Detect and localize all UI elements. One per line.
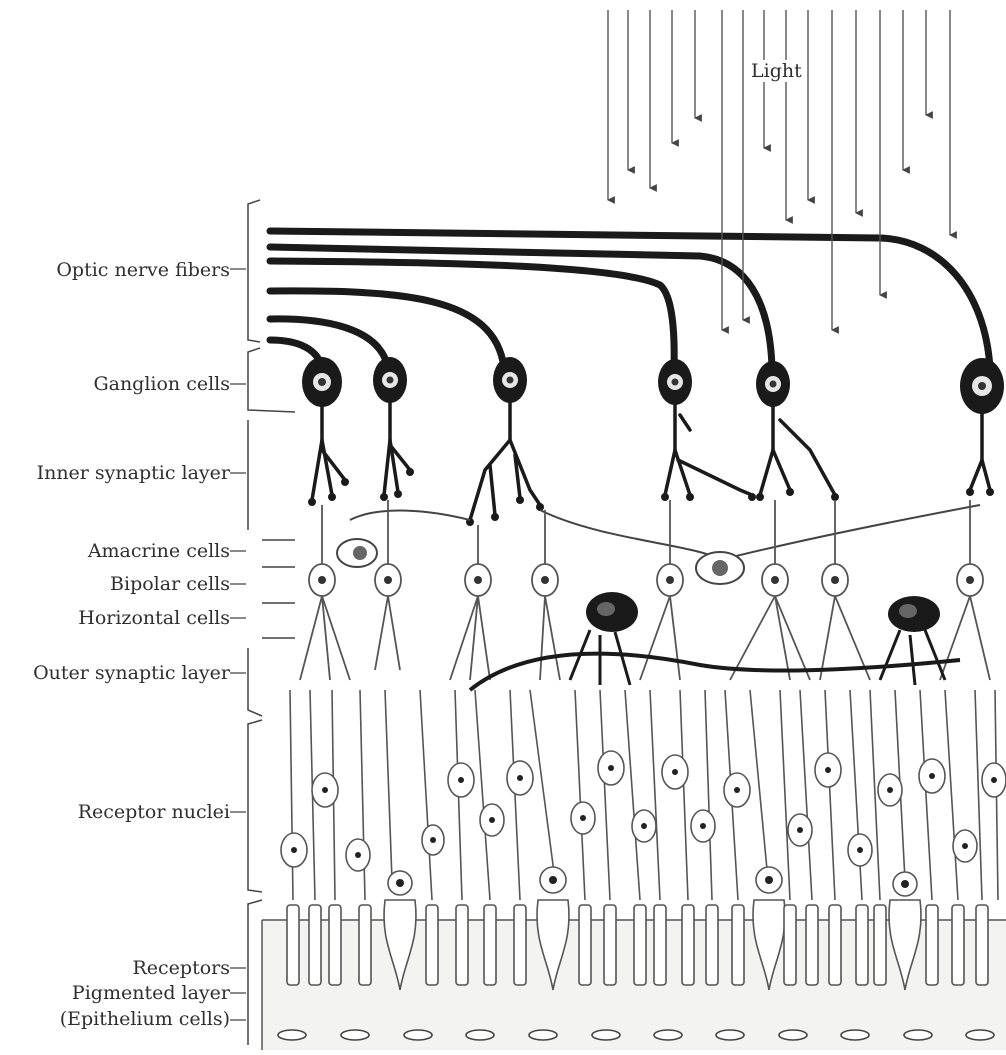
- label-inner-synaptic-layer: Inner synaptic layer: [37, 462, 230, 484]
- bipolar-nuclei: [318, 576, 974, 584]
- dendrite-terminals: [308, 468, 994, 526]
- ganglion-dendrites: [312, 402, 990, 520]
- light-label: Light: [748, 60, 805, 82]
- ganglion-cells: [302, 357, 1004, 414]
- label-amacrine-cells: Amacrine cells: [88, 540, 230, 562]
- optic-nerve-fibers: [270, 231, 990, 368]
- label-outer-synaptic-layer: Outer synaptic layer: [33, 662, 230, 684]
- label-receptor-nuclei: Receptor nuclei: [78, 801, 230, 823]
- label-optic-nerve-fibers: Optic nerve fibers: [56, 259, 230, 281]
- bipolar-cells: [300, 500, 990, 680]
- label-ganglion-cells: Ganglion cells: [93, 373, 230, 395]
- label-epithelium-cells: (Epithelium cells): [60, 1008, 230, 1030]
- label-receptors: Receptors: [132, 957, 230, 979]
- label-pigmented-layer: Pigmented layer: [72, 982, 230, 1004]
- label-horizontal-cells: Horizontal cells: [78, 607, 230, 629]
- label-bipolar-cells: Bipolar cells: [110, 573, 230, 595]
- layer-brackets: [230, 200, 295, 1045]
